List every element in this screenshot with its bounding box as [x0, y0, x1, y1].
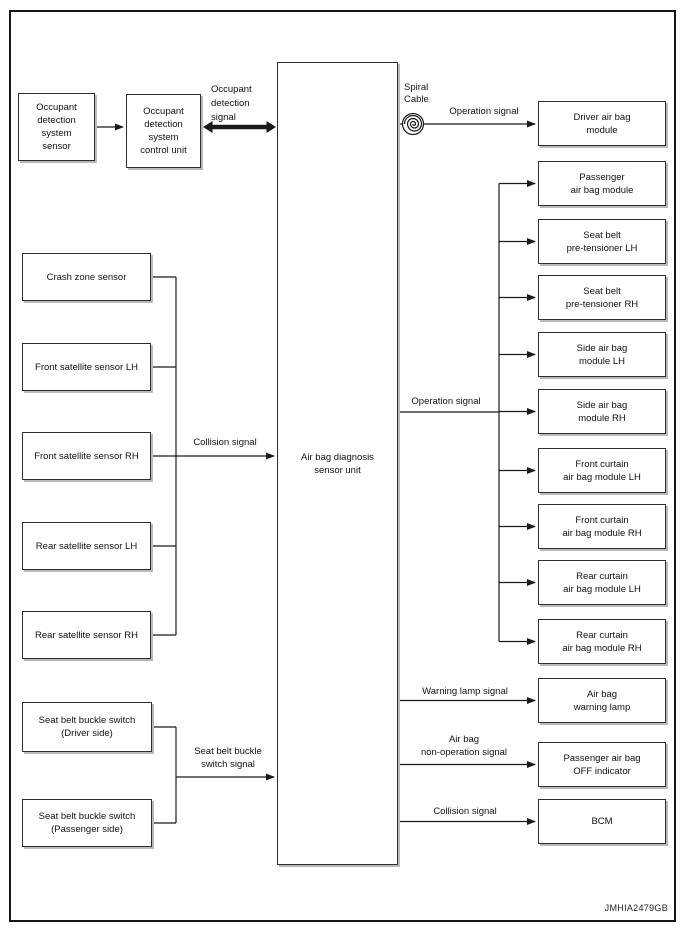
box-rear-satellite-sensor-rh: Rear satellite sensor RH — [22, 611, 151, 659]
box-air-bag-diagnosis-sensor-unit: Air bag diagnosis sensor unit — [277, 62, 398, 865]
box-side-air-bag-module-lh: Side air bag module LH — [538, 332, 666, 377]
box-rear-curtain-air-bag-module-rh: Rear curtain air bag module RH — [538, 619, 666, 664]
label-collision-signal-left: Collision signal — [193, 437, 257, 448]
box-rear-curtain-air-bag-module-lh: Rear curtain air bag module LH — [538, 560, 666, 605]
box-passenger-air-bag-off-indicator: Passenger air bag OFF indicator — [538, 742, 666, 787]
box-front-curtain-air-bag-module-rh: Front curtain air bag module RH — [538, 504, 666, 549]
box-seat-belt-buckle-switch-passenger: Seat belt buckle switch (Passenger side) — [22, 799, 152, 847]
label-warning-lamp-signal: Warning lamp signal — [422, 686, 508, 697]
diagram-border — [9, 10, 676, 922]
box-side-air-bag-module-rh: Side air bag module RH — [538, 389, 666, 434]
label-operation-signal-mid: Operation signal — [411, 396, 481, 407]
label-collision-signal-bottom: Collision signal — [433, 806, 497, 817]
label-occupant-detection-signal: Occupant detection signal — [211, 84, 252, 123]
box-front-satellite-sensor-lh: Front satellite sensor LH — [22, 343, 151, 391]
box-occupant-detection-sensor: Occupant detection system sensor — [18, 93, 95, 161]
box-passenger-air-bag-module: Passenger air bag module — [538, 161, 666, 206]
label-spiral-cable: Spiral Cable — [404, 82, 429, 105]
box-front-satellite-sensor-rh: Front satellite sensor RH — [22, 432, 151, 480]
box-driver-air-bag-module: Driver air bag module — [538, 101, 666, 146]
box-crash-zone-sensor: Crash zone sensor — [22, 253, 151, 301]
box-seat-belt-buckle-switch-driver: Seat belt buckle switch (Driver side) — [22, 702, 152, 752]
box-air-bag-warning-lamp: Air bag warning lamp — [538, 678, 666, 723]
box-seat-belt-pre-tensioner-lh: Seat belt pre-tensioner LH — [538, 219, 666, 264]
label-seat-belt-buckle-switch-signal: Seat belt buckle switch signal — [194, 746, 262, 770]
watermark: JMHIA2479GB — [604, 903, 668, 913]
box-seat-belt-pre-tensioner-rh: Seat belt pre-tensioner RH — [538, 275, 666, 320]
box-front-curtain-air-bag-module-lh: Front curtain air bag module LH — [538, 448, 666, 493]
box-rear-satellite-sensor-lh: Rear satellite sensor LH — [22, 522, 151, 570]
box-occupant-detection-control-unit: Occupant detection system control unit — [126, 94, 201, 168]
label-operation-signal-top: Operation signal — [449, 106, 519, 117]
label-air-bag-non-operation-signal: Air bag non-operation signal — [420, 734, 508, 758]
box-bcm: BCM — [538, 799, 666, 844]
